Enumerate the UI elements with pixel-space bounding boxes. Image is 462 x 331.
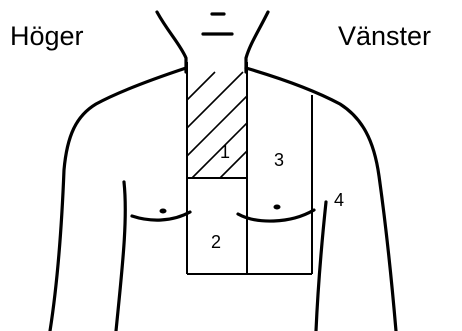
neck-right-outline <box>246 12 268 72</box>
region-4-label: 4 <box>334 190 344 210</box>
left-nipple <box>274 205 281 210</box>
right-nipple <box>160 209 167 214</box>
left-shoulder-outline <box>246 68 396 331</box>
region-2-label: 2 <box>211 232 221 252</box>
region-3-label: 3 <box>274 150 284 170</box>
right-chest-contour <box>132 212 190 220</box>
left-inner-arm-outline <box>316 202 326 331</box>
left-side-label: Vänster <box>338 21 431 51</box>
right-side-label: Höger <box>10 21 84 51</box>
right-shoulder-outline <box>50 68 186 331</box>
left-chest-contour <box>238 210 314 221</box>
right-inner-arm-outline <box>116 182 125 331</box>
neck-left-outline <box>157 12 186 72</box>
region-1-label: 1 <box>220 142 230 162</box>
region-1-hatching <box>187 72 247 178</box>
